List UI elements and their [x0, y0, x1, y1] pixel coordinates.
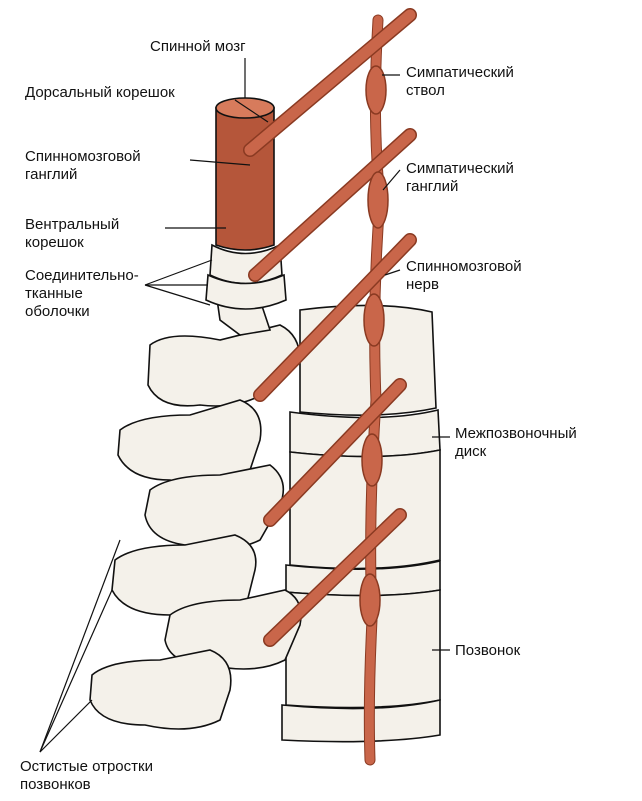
label-spinal-nerve-line2: нерв	[406, 276, 439, 293]
label-sympathetic-trunk-line2: ствол	[406, 82, 445, 99]
spinous-process-1	[147, 324, 301, 407]
spinal-nerves	[243, 8, 417, 647]
label-sympathetic-ganglion-line1: Симпатический	[406, 160, 514, 177]
sympathetic-ganglia	[359, 65, 389, 627]
spinous-processes	[89, 283, 302, 730]
intervertebral-disc-3	[281, 698, 441, 743]
label-spinal-cord: Спинной мозг	[150, 38, 246, 55]
label-connective-sheaths-line3: оболочки	[25, 303, 90, 320]
label-sympathetic-trunk-line1: Симпатический	[406, 64, 514, 81]
label-vertebra: Позвонок	[455, 642, 521, 659]
label-dorsal-root: Дорсальный корешок	[25, 84, 175, 101]
vertebral-bodies	[281, 304, 441, 743]
leader-lines	[39, 58, 450, 753]
label-ventral-root-line2: корешок	[25, 234, 84, 251]
label-intervertebral-disc-line2: диск	[455, 443, 487, 460]
label-ventral-root-line1: Вентральный	[25, 216, 120, 233]
label-spinous-processes-line2: позвонков	[20, 776, 91, 793]
label-spinous-processes-line1: Остистые отростки	[20, 758, 153, 775]
label-connective-sheaths-line2: тканные	[25, 285, 83, 302]
label-intervertebral-disc-line1: Межпозвоночный	[455, 425, 577, 442]
label-spinal-ganglion-line1: Спинномозговой	[25, 148, 141, 165]
label-sympathetic-ganglion-line2: ганглий	[406, 178, 459, 195]
label-spinal-nerve-line1: Спинномозговой	[406, 258, 522, 275]
label-spinal-ganglion-line2: ганглий	[25, 166, 78, 183]
sympathetic-trunk	[363, 14, 386, 766]
spinous-process-6	[89, 649, 232, 730]
label-connective-sheaths-line1: Соединительно-	[25, 267, 139, 284]
